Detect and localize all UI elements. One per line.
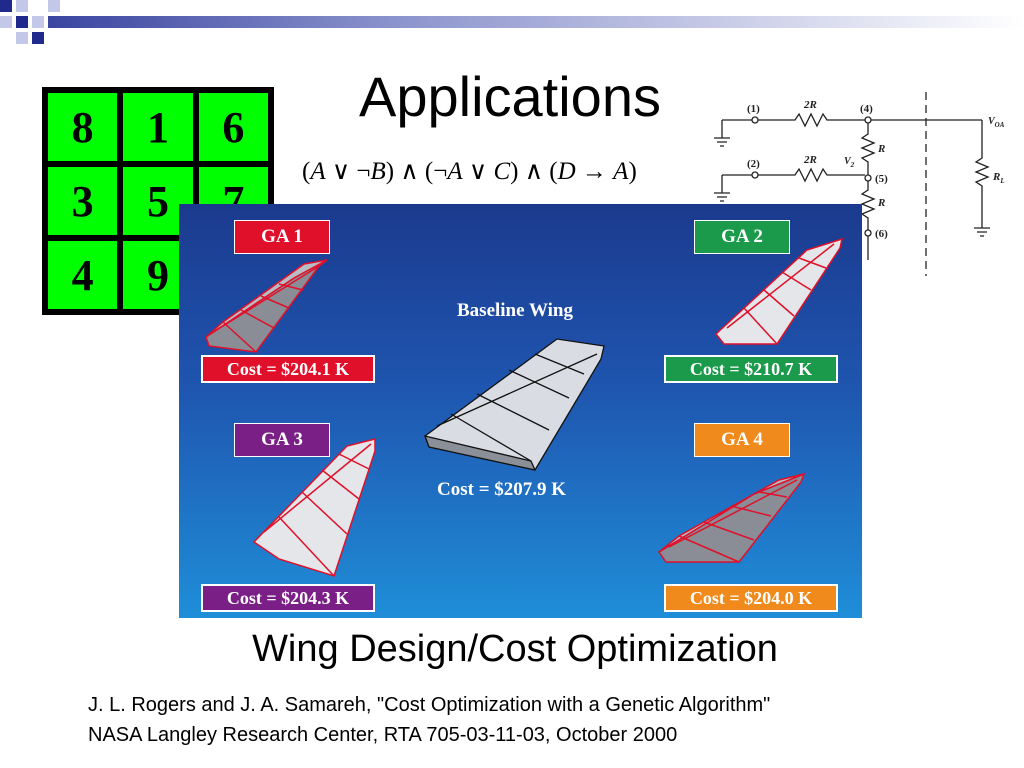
reference-line: J. L. Rogers and J. A. Samareh, "Cost Op…: [88, 694, 771, 716]
magic-cell: 8: [48, 93, 118, 161]
ga2-label: GA 2: [694, 220, 790, 254]
circuit-resistor-label: R: [877, 143, 885, 155]
circuit-diagram: (1) 2R (4) VOA R V2 (2) 2R (5) R (6) RL: [714, 92, 1005, 276]
magic-cell: 1: [123, 93, 193, 161]
wing-optimization-panel: GA 1 GA 2 GA 3 GA 4 Baseline Wing Cost =…: [179, 204, 862, 618]
ga1-label: GA 1: [234, 220, 330, 254]
circuit-node-label: (6): [875, 228, 888, 240]
magic-cell: 3: [48, 167, 118, 235]
circuit-resistor-label: R: [877, 197, 885, 209]
baseline-wing: [423, 338, 605, 471]
circuit-resistor-label: 2R: [803, 154, 817, 166]
magic-cell: 4: [48, 241, 118, 309]
reference-line: NASA Langley Research Center, RTA 705-03…: [88, 724, 678, 746]
baseline-wing-label: Baseline Wing: [457, 300, 573, 321]
ga1-cost: Cost = $204.1 K: [201, 355, 375, 383]
circuit-node-label: (4): [860, 103, 873, 115]
voa-label: VOA: [988, 116, 1005, 129]
magic-cell: 6: [198, 93, 268, 161]
circuit-resistor-label: 2R: [803, 99, 817, 111]
circuit-node-label: (1): [747, 103, 760, 115]
ga3-label: GA 3: [234, 423, 330, 457]
circuit-node-label: (5): [875, 173, 888, 185]
ga4-wing: [657, 472, 806, 563]
slide-title: Applications: [359, 65, 661, 128]
boolean-formula: (A ∨ ¬B) ∧ (¬A ∨ C) ∧ (D → A): [302, 158, 637, 185]
ga3-cost: Cost = $204.3 K: [201, 584, 375, 612]
baseline-cost-label: Cost = $207.9 K: [437, 479, 567, 500]
circuit-node-label: (2): [747, 158, 760, 170]
v2-label: V2: [844, 156, 855, 169]
ga4-cost: Cost = $204.0 K: [664, 584, 838, 612]
ga3-wing: [252, 438, 376, 577]
reference-citation: J. L. Rogers and J. A. Samareh, "Cost Op…: [88, 690, 770, 750]
corner-decoration: [0, 0, 1024, 44]
rl-label: RL: [992, 171, 1005, 185]
ga2-cost: Cost = $210.7 K: [664, 355, 838, 383]
slide-subtitle: Wing Design/Cost Optimization: [252, 628, 778, 670]
ga2-wing: [714, 237, 844, 345]
ga4-label: GA 4: [694, 423, 790, 457]
wing-graphics: [205, 237, 844, 577]
ga1-wing: [205, 259, 328, 353]
